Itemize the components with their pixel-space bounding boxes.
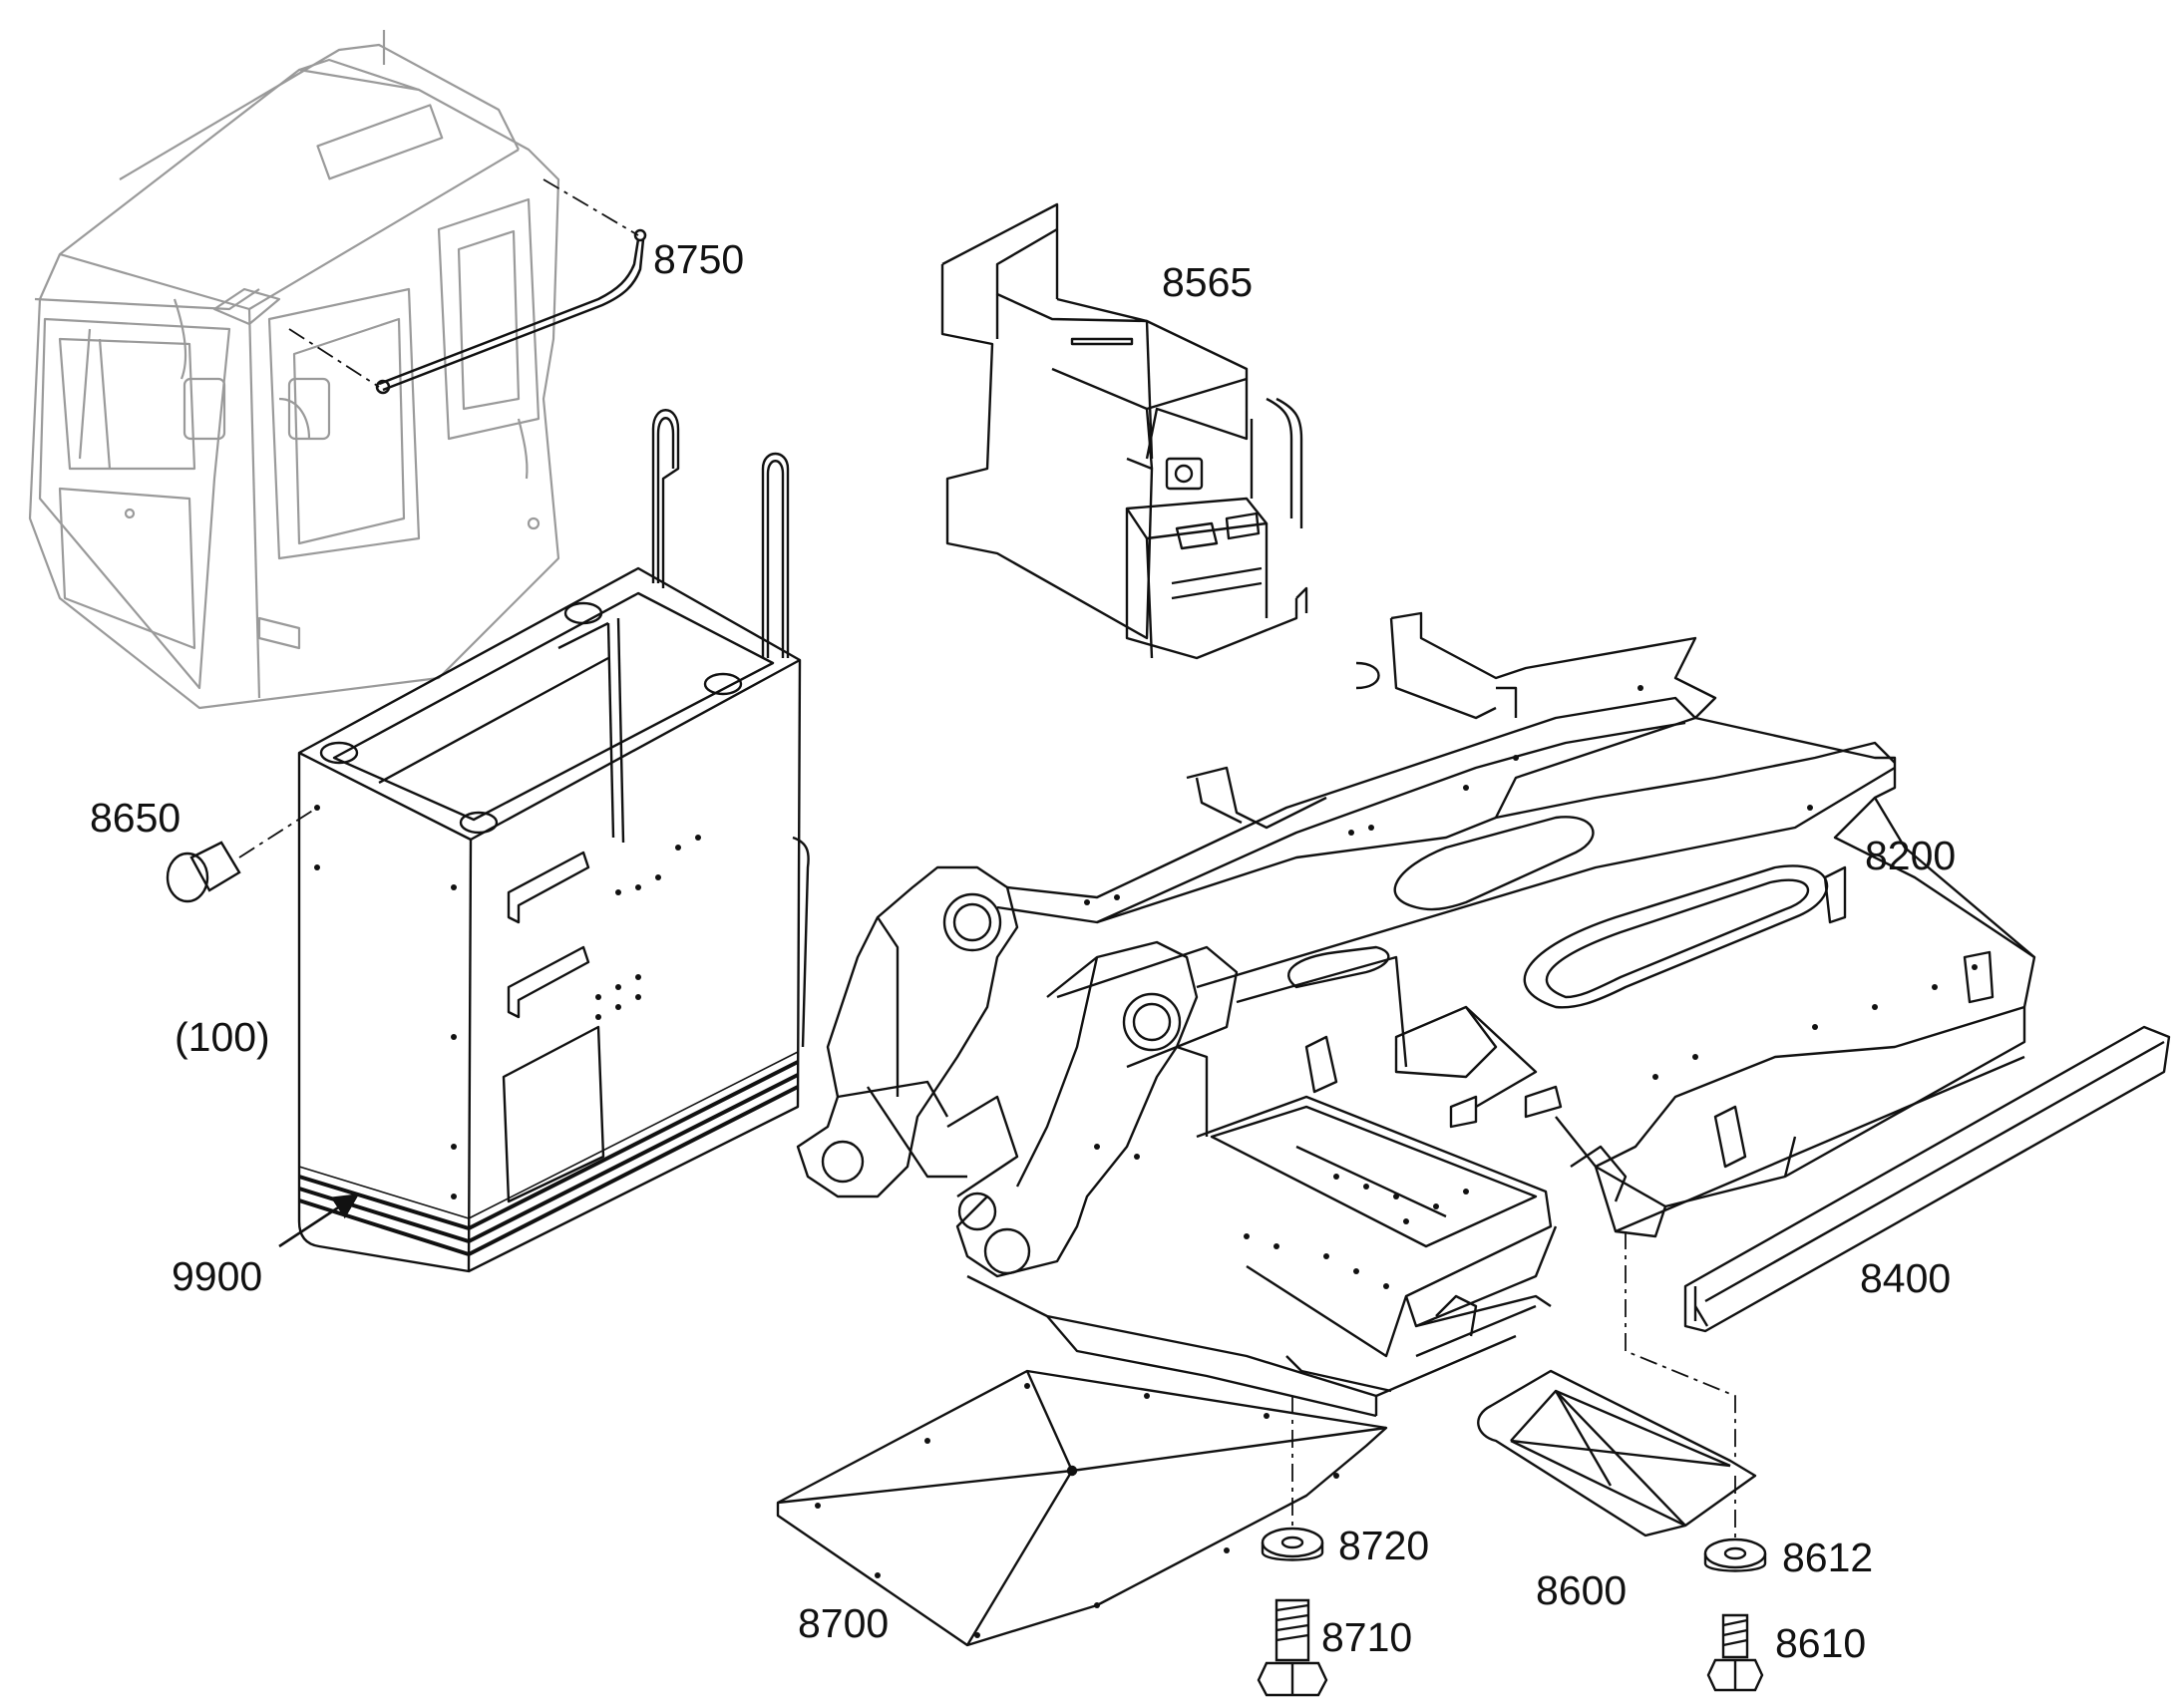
part-8565-seat-stand (940, 202, 1308, 660)
part-8400-side-strip (1683, 1025, 2171, 1333)
callout-8720: 8720 (1338, 1523, 1430, 1568)
callout-8710: 8710 (1321, 1614, 1413, 1660)
part-8610-bolt (1706, 1613, 1764, 1692)
callout-8612: 8612 (1782, 1535, 1874, 1580)
callout-100: (100) (175, 1014, 270, 1060)
callout-8700: 8700 (798, 1600, 890, 1646)
callout-8750: 8750 (653, 236, 745, 282)
part-100-cabinet (297, 409, 810, 1273)
part-8200-frame (796, 611, 2036, 1418)
callout-8610: 8610 (1775, 1620, 1867, 1666)
callout-8650: 8650 (90, 795, 182, 841)
cover-8700-holes (815, 1383, 1339, 1638)
callout-8600: 8600 (1536, 1567, 1628, 1613)
operator-cab (28, 30, 560, 710)
part-8720-washer (1261, 1527, 1324, 1561)
part-8650-plug (166, 807, 318, 903)
part-8750-rod (288, 178, 647, 395)
part-8700-under-cover (776, 1369, 1388, 1647)
frame-holes (1084, 685, 1978, 1289)
callout-8200: 8200 (1865, 833, 1957, 878)
callout-8565: 8565 (1162, 259, 1254, 305)
callout-8400: 8400 (1860, 1255, 1952, 1301)
assembly-lines (1291, 1231, 1736, 1540)
part-8710-bolt (1257, 1598, 1328, 1697)
arrow-9900 (278, 1194, 360, 1248)
callout-9900: 9900 (172, 1253, 263, 1299)
part-8600-cover (1477, 1369, 1757, 1537)
part-8612-washer (1703, 1537, 1767, 1572)
